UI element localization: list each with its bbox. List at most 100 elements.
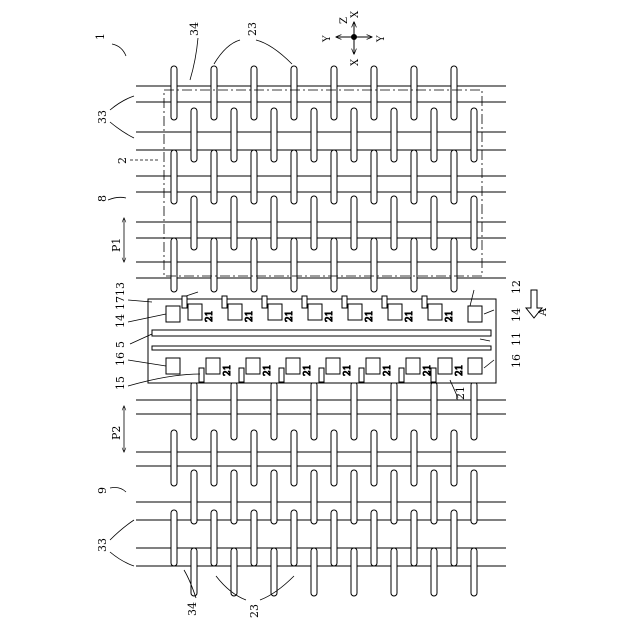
unit-label: 21 <box>205 311 215 322</box>
unit-label: 21 <box>223 365 233 376</box>
fin <box>351 382 357 440</box>
axis-label-x-bottom: X <box>350 58 361 66</box>
fin <box>191 548 197 596</box>
fin <box>311 108 317 162</box>
fin <box>231 548 237 596</box>
fin <box>191 382 197 440</box>
fin <box>191 470 197 524</box>
ref-plate: 12 <box>510 280 523 294</box>
direction-label: A <box>536 307 549 317</box>
fin <box>251 150 257 204</box>
fin <box>471 196 477 250</box>
fin <box>211 510 217 566</box>
unit-clamp <box>279 368 284 382</box>
unit-label: 21 <box>263 365 273 376</box>
axis-label-z: Z <box>339 17 350 24</box>
fin <box>451 510 457 566</box>
unit-block <box>246 358 260 374</box>
ref-end-block-left: 14 <box>114 314 127 328</box>
fin <box>471 382 477 440</box>
fin <box>371 66 377 120</box>
spacer-left <box>166 358 180 374</box>
unit-label: 21 <box>325 311 335 322</box>
spacer-right <box>468 358 482 374</box>
fin <box>471 548 477 596</box>
ref-sheet: 2 <box>116 157 129 164</box>
fin <box>211 66 217 120</box>
fin <box>191 196 197 250</box>
fin <box>371 238 377 292</box>
fin <box>271 196 277 250</box>
ref-head: 5 <box>114 341 127 348</box>
fin <box>211 150 217 204</box>
fin <box>411 150 417 204</box>
unit-block <box>308 304 322 320</box>
fin <box>371 150 377 204</box>
ref-fin-group-top: 23 <box>246 22 259 36</box>
fin <box>331 510 337 566</box>
unit-clamp <box>239 368 244 382</box>
fin <box>391 382 397 440</box>
fin <box>391 470 397 524</box>
unit-clamp <box>359 368 364 382</box>
ref-device: 1 <box>94 33 107 40</box>
fin <box>451 150 457 204</box>
fin <box>351 548 357 596</box>
fin <box>411 510 417 566</box>
ref-upstream: 8 <box>96 195 109 202</box>
axis-label-y-right: Y <box>376 35 387 43</box>
unit-label: 21 <box>405 311 415 322</box>
fin <box>251 510 257 566</box>
unit-label: 21 <box>245 311 255 322</box>
fin <box>391 548 397 596</box>
fin <box>411 430 417 486</box>
ref-rail: 11 <box>510 332 523 346</box>
unit-clamp <box>399 368 404 382</box>
ref-carriage-lower: 15 <box>114 376 127 390</box>
fin <box>171 510 177 566</box>
ref-fins-bottom: 34 <box>186 602 199 616</box>
ref-pitch-upstream: P1 <box>110 238 123 252</box>
unit-block <box>428 304 442 320</box>
fin <box>451 66 457 120</box>
fin <box>471 108 477 162</box>
unit-label: 21 <box>445 311 455 322</box>
fin <box>171 430 177 486</box>
fin <box>391 108 397 162</box>
unit-label: 21 <box>285 311 295 322</box>
unit-block <box>228 304 242 320</box>
unit-clamp <box>382 296 387 308</box>
unit-label: 21 <box>343 365 353 376</box>
ref-fins-top: 34 <box>188 22 201 36</box>
fin <box>171 66 177 120</box>
unit-clamp <box>222 296 227 308</box>
fin <box>431 548 437 596</box>
fin <box>331 150 337 204</box>
fin <box>391 196 397 250</box>
fin <box>351 108 357 162</box>
ref-downstream: 9 <box>96 487 109 494</box>
ref-end-block-right: 14 <box>510 308 523 322</box>
unit-block <box>268 304 282 320</box>
unit-label: 21 <box>383 365 393 376</box>
fin <box>291 510 297 566</box>
fin <box>431 196 437 250</box>
unit-clamp <box>302 296 307 308</box>
unit-label: 21 <box>303 365 313 376</box>
fin <box>191 108 197 162</box>
fin <box>231 382 237 440</box>
fin <box>351 470 357 524</box>
end-block-right <box>468 306 482 322</box>
fin <box>171 150 177 204</box>
fin <box>291 150 297 204</box>
head-assembly: 21212121212121 21212121212121 <box>148 296 496 383</box>
unit-block <box>438 358 452 374</box>
plate <box>152 346 491 350</box>
ref-pipes-top: 33 <box>96 110 109 124</box>
unit-block <box>406 358 420 374</box>
fin <box>231 108 237 162</box>
fin <box>171 238 177 292</box>
unit-block <box>188 304 202 320</box>
ref-fin-group-bottom: 23 <box>248 604 261 618</box>
